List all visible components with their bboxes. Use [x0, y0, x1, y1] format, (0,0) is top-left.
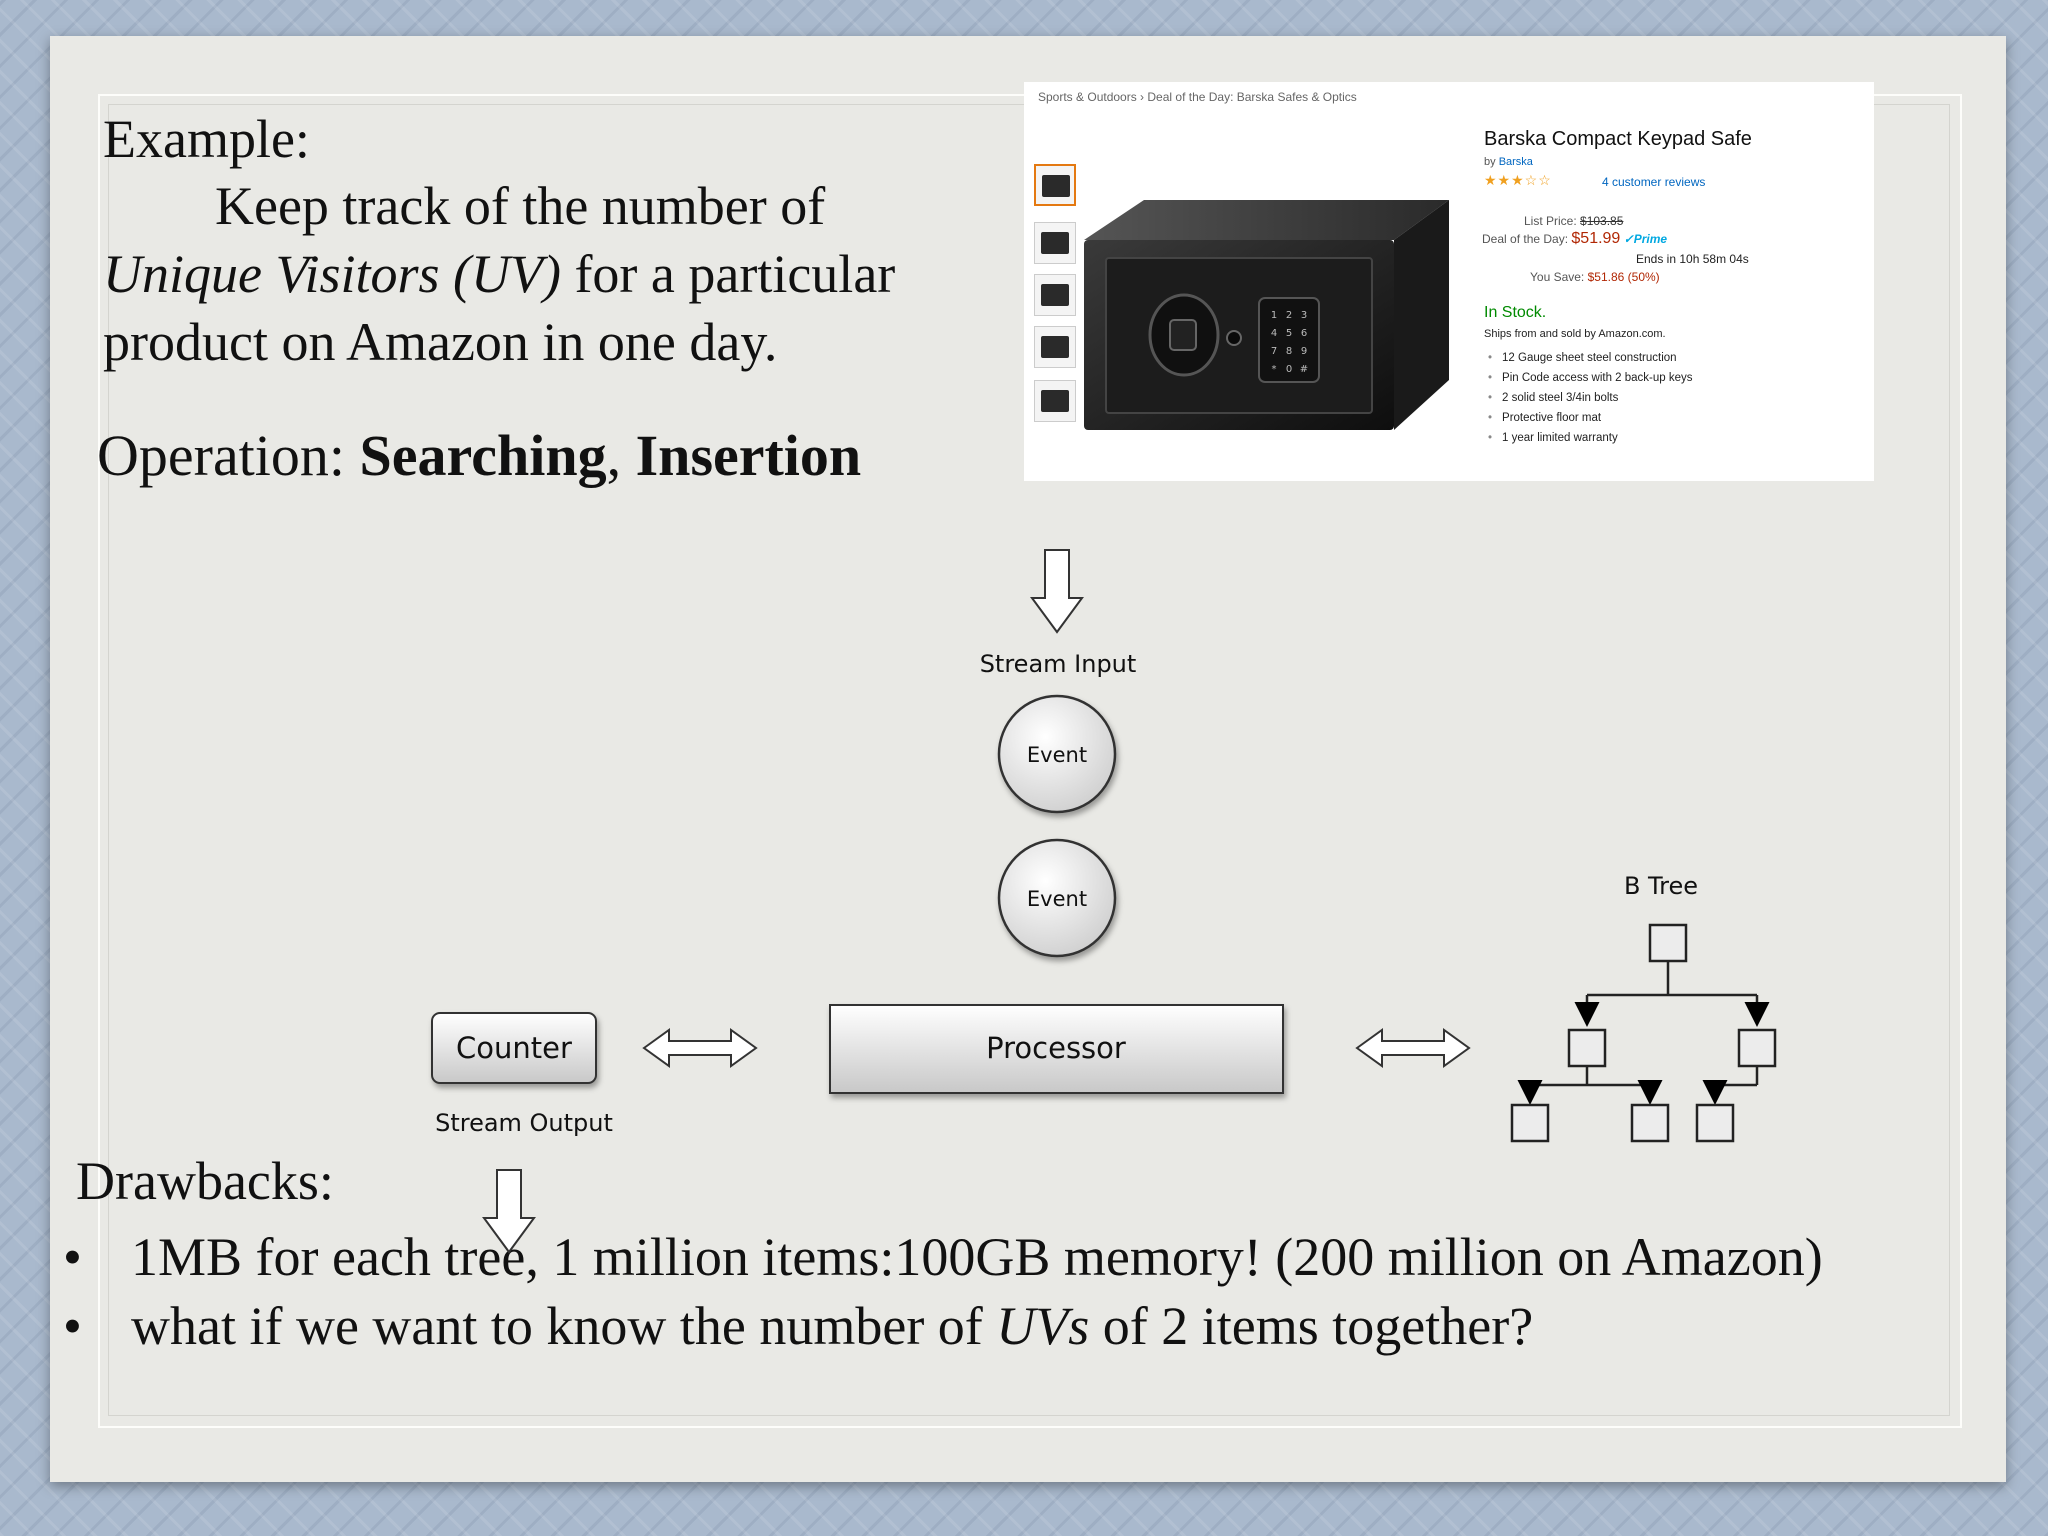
you-save-value: $51.86 (50%)	[1587, 270, 1660, 284]
drawback-bullet-2: • what if we want to know the number of U…	[63, 1295, 1534, 1357]
counter-label: Counter	[456, 1031, 572, 1065]
stream-input-label: Stream Input	[980, 650, 1137, 678]
keypad-key: 1	[1271, 310, 1277, 321]
brand-link[interactable]: Barska	[1498, 156, 1533, 168]
drawback-text-2-italic: UVs	[996, 1296, 1090, 1356]
btree-label: B Tree	[1624, 872, 1698, 900]
drawback-text-2-pre: what if we want to know the number of	[131, 1296, 997, 1356]
bullet-dot: •	[63, 1227, 82, 1287]
drawback-text-2-post: of 2 items together?	[1089, 1296, 1534, 1356]
deal-label: Deal of the Day:	[1482, 232, 1569, 246]
operation-insertion: Insertion	[635, 423, 862, 488]
thumbnail-4	[1034, 326, 1076, 368]
thumbnail-2	[1034, 222, 1076, 264]
keypad-key: 0	[1286, 364, 1292, 375]
in-stock-status: In Stock.	[1484, 304, 1547, 321]
operation-searching: Searching	[359, 423, 607, 488]
feature-item: 2 solid steel 3/4in bolts	[1488, 392, 1693, 412]
drawbacks-heading: Drawbacks:	[76, 1151, 334, 1211]
keypad-key: 9	[1301, 346, 1307, 357]
feature-item: 1 year limited warranty	[1488, 432, 1693, 452]
keypad-key: 5	[1286, 328, 1292, 339]
deal-price-value: $51.99	[1571, 230, 1621, 247]
description-line-1: Keep track of the number of	[215, 176, 826, 236]
keypad-key: 4	[1271, 328, 1277, 339]
list-price-row: List Price: $103.85	[1524, 214, 1623, 228]
thumbnail-1	[1034, 164, 1076, 206]
customer-reviews-link[interactable]: 4 customer reviews	[1602, 175, 1706, 189]
you-save-row: You Save: $51.86 (50%)	[1530, 270, 1660, 284]
stream-output-label: Stream Output	[435, 1109, 613, 1137]
event-node-top: Event	[997, 694, 1117, 814]
btree-root-node	[1648, 923, 1688, 963]
description-line-2-rest: for a particular	[560, 244, 896, 304]
btree-leaf-node	[1695, 1103, 1735, 1143]
deal-price-row: Deal of the Day: $51.99 ✓Prime	[1482, 230, 1667, 248]
thumbnail-5	[1034, 380, 1076, 422]
counter-box: Counter	[431, 1012, 597, 1084]
keypad-key: 3	[1301, 310, 1307, 321]
keypad-key: 6	[1301, 328, 1307, 339]
product-breadcrumb: Sports & Outdoors › Deal of the Day: Bar…	[1038, 90, 1357, 104]
processor-box: Processor	[829, 1004, 1284, 1094]
btree-node	[1737, 1028, 1777, 1068]
double-arrow-icon	[642, 1028, 758, 1068]
product-title: Barska Compact Keypad Safe	[1484, 128, 1752, 150]
feature-item: Protective floor mat	[1488, 412, 1693, 432]
list-price-value: $103.85	[1580, 214, 1624, 228]
operation-separator: ,	[606, 423, 636, 488]
ships-from-text: Ships from and sold by Amazon.com.	[1484, 328, 1666, 340]
double-arrow-icon	[1355, 1028, 1471, 1068]
keypad-key: #	[1300, 364, 1308, 375]
operation-line: Operation: Searching, Insertion	[97, 422, 861, 489]
btree-leaf-node	[1510, 1103, 1550, 1143]
drawback-text-1: 1MB for each tree, 1 million items:100GB…	[131, 1227, 1823, 1287]
event-label: Event	[1027, 887, 1087, 911]
feature-item: 12 Gauge sheet steel construction	[1488, 352, 1693, 372]
btree-node	[1567, 1028, 1607, 1068]
product-byline: by Barska	[1484, 156, 1533, 168]
description-line-3: product on Amazon in one day.	[103, 312, 778, 372]
thumbnail-3	[1034, 274, 1076, 316]
event-node-bottom: Event	[997, 838, 1117, 958]
keypad-key: 7	[1271, 346, 1277, 357]
keypad-key: 8	[1286, 346, 1292, 357]
bullet-dot: •	[63, 1296, 82, 1356]
star-rating: ★★★☆☆	[1484, 172, 1552, 188]
btree-nodes	[1510, 923, 1777, 1143]
keypad-key: *	[1272, 364, 1277, 375]
event-label: Event	[1027, 743, 1087, 767]
btree-leaf-node	[1630, 1103, 1670, 1143]
description-line-2: Unique Visitors (UV) for a particular	[103, 243, 895, 305]
operation-label: Operation:	[97, 423, 360, 488]
prime-badge: ✓Prime	[1623, 232, 1668, 246]
you-save-label: You Save:	[1530, 270, 1585, 284]
example-heading: Example:	[103, 109, 310, 169]
down-arrow-icon	[482, 1169, 536, 1254]
btree-graphic	[1517, 962, 1770, 1105]
deal-ends-timer: Ends in 10h 58m 04s	[1636, 252, 1749, 266]
processor-label: Processor	[986, 1031, 1126, 1065]
list-price-label: List Price:	[1524, 214, 1577, 228]
keypad-key: 2	[1286, 310, 1292, 321]
drawback-bullet-1: • 1MB for each tree, 1 million items:100G…	[63, 1226, 1823, 1288]
feature-list: 12 Gauge sheet steel construction Pin Co…	[1488, 352, 1693, 452]
unique-visitors-term: Unique Visitors (UV)	[103, 244, 561, 304]
down-arrow-icon	[1030, 549, 1084, 634]
by-label: by	[1484, 156, 1499, 168]
amazon-product-screenshot: Sports & Outdoors › Deal of the Day: Bar…	[1024, 82, 1874, 481]
feature-item: Pin Code access with 2 back-up keys	[1488, 372, 1692, 392]
